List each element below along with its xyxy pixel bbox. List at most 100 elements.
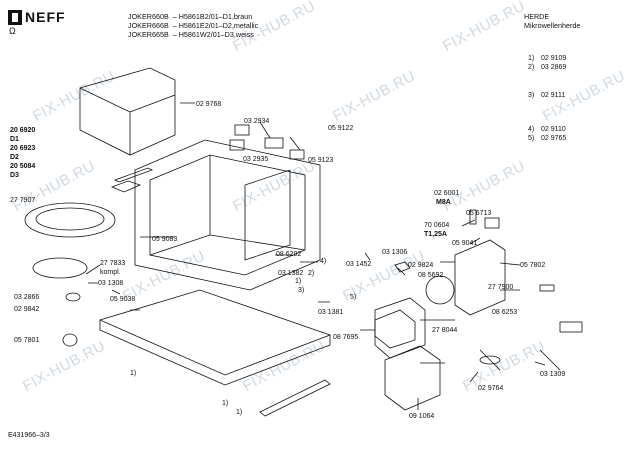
part-label: 08 7695 <box>333 334 359 341</box>
leader-line <box>85 102 546 410</box>
thermo-switch <box>394 261 411 273</box>
part-label: 02 9764 <box>478 385 504 392</box>
part-label: T1,25A <box>424 231 447 238</box>
cabinet-cover-edge <box>79 87 176 155</box>
part-label: 02 9842 <box>14 306 40 313</box>
fuse <box>469 209 477 225</box>
part-label: 27 7907 <box>10 197 36 204</box>
bracket <box>539 284 555 292</box>
part-label: 09 1064 <box>409 413 435 420</box>
coupler <box>65 292 81 302</box>
part-label: 03 1381 <box>318 309 344 316</box>
part-label: M8A <box>436 199 451 206</box>
cabinet-cover <box>79 67 176 156</box>
motor <box>62 333 78 347</box>
callout-label: 1) <box>295 278 302 285</box>
legend-key-5: 5) <box>528 135 535 142</box>
category-title: HERDE <box>524 12 550 21</box>
part-label: 05 9041 <box>452 240 478 247</box>
callout-label: 4) <box>320 258 327 265</box>
oven-cavity-depth <box>149 155 306 256</box>
wire-harness <box>479 349 561 371</box>
code-label: 20 5084 <box>10 163 36 170</box>
callout-label: 3) <box>298 287 305 294</box>
part-label: 03 2934 <box>244 118 270 125</box>
model-line-3: JOKER665B – H5861W2/01–D3,weiss <box>128 30 254 39</box>
part-label: 02 6001 <box>434 190 460 197</box>
logo-wordmark: NEFF <box>25 9 66 25</box>
model-line-1: JOKER660B – H5861B2/01–D1,braun <box>128 12 253 21</box>
callout-label: 1) <box>222 400 229 407</box>
oven-cavity <box>134 139 321 291</box>
top-strip <box>110 180 142 193</box>
fan-rotor <box>425 275 455 305</box>
part-label: kompl. <box>100 269 121 276</box>
part-label: 03 1309 <box>540 371 566 378</box>
legend-key-2: 2) <box>528 64 535 71</box>
roller-ring <box>32 257 88 279</box>
legend-key-3: 3) <box>528 92 535 99</box>
legend-key-1: 1) <box>528 55 535 62</box>
callout-label: 1) <box>130 370 137 377</box>
part-label: 05 9123 <box>308 157 334 164</box>
legend-code-5: 02 9765 <box>541 135 567 142</box>
part-label: 02 9768 <box>196 101 222 108</box>
relay <box>484 217 500 229</box>
part-label: 02 9824 <box>408 262 434 269</box>
part-label: 05 9083 <box>152 236 178 243</box>
callout-label: 1) <box>236 409 243 416</box>
part-label: 27 7833 <box>100 260 126 267</box>
turntable-plate-inner <box>35 207 105 231</box>
transformer <box>384 345 441 411</box>
logo-symbol: Ω <box>9 26 16 36</box>
part-label: 05 7801 <box>14 337 40 344</box>
top-vent <box>234 124 250 136</box>
legend-code-3: 02 9111 <box>541 92 566 99</box>
part-label: 05 9122 <box>328 125 354 132</box>
part-label: 03 1306 <box>382 249 408 256</box>
switch <box>289 149 305 160</box>
part-label: 08 6253 <box>492 309 518 316</box>
part-label: 08 6292 <box>276 251 302 258</box>
part-label: 05 9038 <box>110 296 136 303</box>
code-label: D1 <box>10 136 19 143</box>
legend-code-2: 03 2869 <box>541 64 567 71</box>
bottom-strip <box>259 379 331 417</box>
legend-key-4: 4) <box>528 126 535 133</box>
turntable-plate <box>24 202 116 238</box>
part-label: 03 1308 <box>98 280 124 287</box>
part-label: 03 2935 <box>243 156 269 163</box>
bracket <box>559 321 583 333</box>
top-vent <box>229 139 245 151</box>
part-label: 70 0604 <box>424 222 450 229</box>
part-label: 03 1382 <box>278 270 304 277</box>
neff-logo: NEFF Ω <box>8 9 66 36</box>
base-plate-edge <box>99 320 331 386</box>
part-label: 27 7900 <box>488 284 514 291</box>
logo-mark <box>8 10 22 25</box>
switch <box>264 137 284 149</box>
subcategory-title: Mikrowellenherde <box>524 21 581 30</box>
magnetron <box>374 309 416 349</box>
fan-housing <box>454 239 506 316</box>
model-line-2: JOKER666B – H5861E2/01–D2,metallic <box>128 21 259 30</box>
part-label: 27 8044 <box>432 327 458 334</box>
transformer-body <box>374 297 426 359</box>
callout-label: 2) <box>308 270 315 277</box>
part-label: 03 1452 <box>346 261 372 268</box>
code-label: D3 <box>10 172 19 179</box>
top-strip <box>113 167 154 183</box>
document-number: E431966–3/3 <box>8 432 50 439</box>
part-label: 08 5692 <box>418 272 444 279</box>
callout-label: 5) <box>350 294 357 301</box>
capacitor <box>479 355 501 365</box>
side-panel <box>244 169 291 261</box>
code-label: D2 <box>10 154 19 161</box>
legend-code-1: 02 9109 <box>541 55 567 62</box>
code-label: 20 6923 <box>10 145 36 152</box>
legend-code-4: 02 9110 <box>541 126 566 133</box>
part-label: 03 2866 <box>14 294 40 301</box>
part-label: 05 6713 <box>466 210 492 217</box>
